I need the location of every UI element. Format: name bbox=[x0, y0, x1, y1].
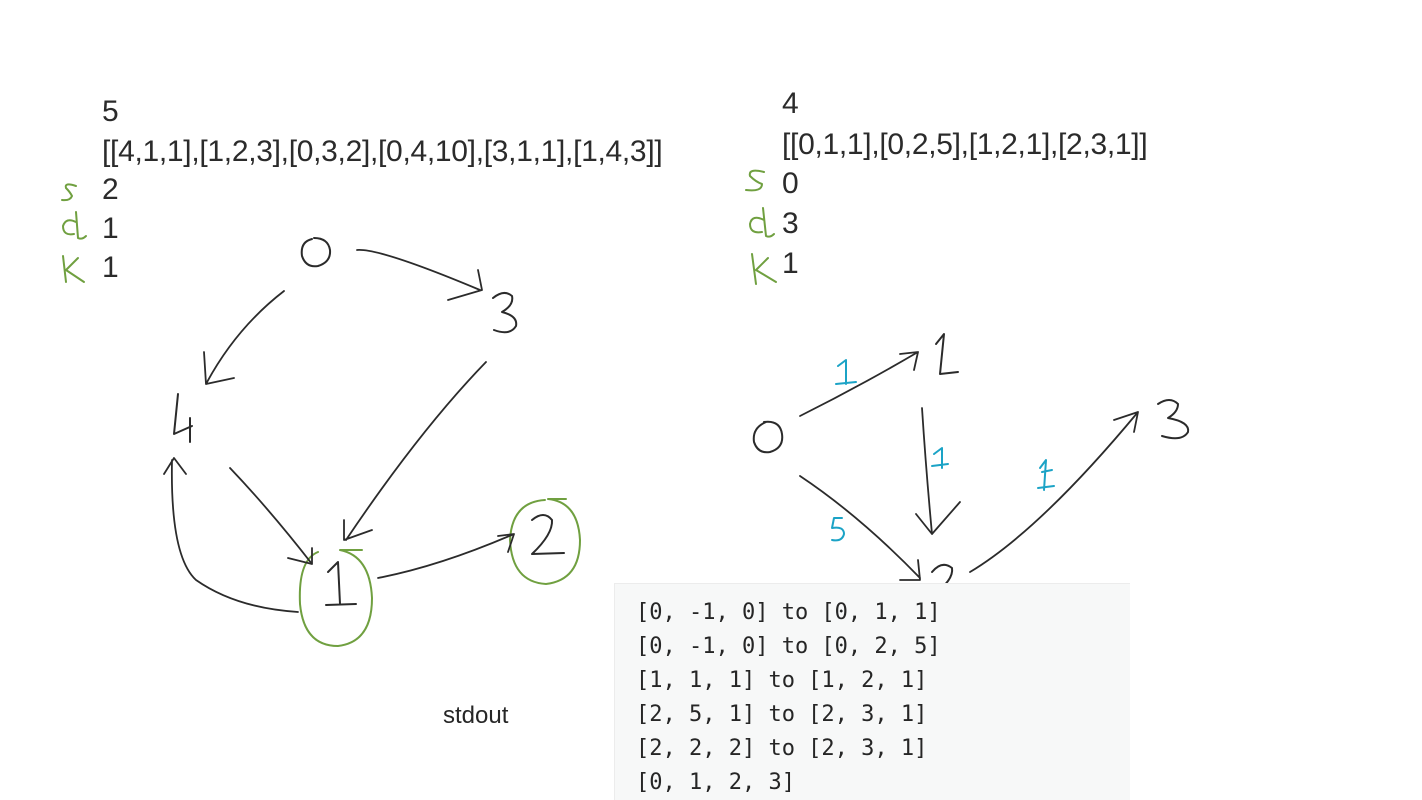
stdout-line: [2, 5, 1] to [2, 3, 1] bbox=[636, 702, 928, 727]
left-edge-1-to-4 bbox=[163, 457, 299, 613]
left-edge-4-to-1 bbox=[229, 467, 313, 565]
left-input-s: 2 bbox=[102, 173, 119, 206]
left-annotation-d bbox=[62, 211, 87, 240]
left-annotation-s bbox=[61, 183, 77, 202]
left-edge-0-to-4 bbox=[203, 290, 285, 385]
left-highlight-circle-1 bbox=[298, 549, 373, 647]
stdout-line: [0, -1, 0] to [0, 2, 5] bbox=[636, 634, 941, 659]
stdout-panel: [0, -1, 0] to [0, 1, 1] [0, -1, 0] to [0… bbox=[614, 583, 1130, 800]
right-weight-0-2 bbox=[831, 517, 845, 542]
right-annotation-k bbox=[751, 253, 777, 285]
left-node-4 bbox=[173, 393, 193, 443]
right-input-k: 1 bbox=[782, 247, 799, 280]
right-edge-1-to-2 bbox=[915, 407, 961, 535]
left-node-3 bbox=[492, 292, 518, 334]
stdout-line: [2, 2, 2] to [2, 3, 1] bbox=[636, 736, 928, 761]
right-input-s: 0 bbox=[782, 167, 799, 200]
stdout-label: stdout bbox=[443, 702, 509, 729]
stdout-line: [0, 1, 2, 3] bbox=[636, 770, 795, 795]
left-edge-3-to-1 bbox=[343, 361, 487, 541]
right-weight-0-1 bbox=[835, 359, 857, 385]
left-highlight-circle-2 bbox=[509, 498, 581, 585]
left-node-1 bbox=[325, 561, 357, 606]
right-input-n: 4 bbox=[782, 87, 799, 120]
right-annotation-d bbox=[749, 207, 775, 238]
left-input-k: 1 bbox=[102, 251, 119, 284]
right-input-edges: [[0,1,1],[0,2,5],[1,2,1],[2,3,1]] bbox=[782, 128, 1148, 161]
left-input-n: 5 bbox=[102, 95, 119, 128]
right-weight-2-3 bbox=[1037, 459, 1055, 491]
right-node-1 bbox=[935, 333, 959, 375]
left-node-0 bbox=[300, 237, 332, 268]
stdout-line: [1, 1, 1] to [1, 2, 1] bbox=[636, 668, 928, 693]
left-annotation-k bbox=[62, 255, 85, 283]
stdout-line: [0, -1, 0] to [0, 1, 1] bbox=[636, 600, 941, 625]
right-input-d: 3 bbox=[782, 207, 799, 240]
right-edge-0-to-2 bbox=[799, 475, 921, 581]
right-node-3 bbox=[1157, 399, 1190, 440]
left-input-edges: [[4,1,1],[1,2,3],[0,3,2],[0,4,10],[3,1,1… bbox=[102, 135, 663, 168]
right-edge-0-to-1 bbox=[799, 351, 919, 417]
left-node-2 bbox=[531, 514, 565, 555]
right-node-0 bbox=[752, 420, 784, 454]
left-input-d: 1 bbox=[102, 212, 119, 245]
right-weight-1-2 bbox=[931, 447, 949, 469]
left-edge-0-to-3 bbox=[356, 249, 483, 301]
left-edge-1-to-2 bbox=[377, 533, 515, 579]
right-edge-2-to-3 bbox=[969, 411, 1139, 573]
right-annotation-s bbox=[745, 169, 765, 192]
